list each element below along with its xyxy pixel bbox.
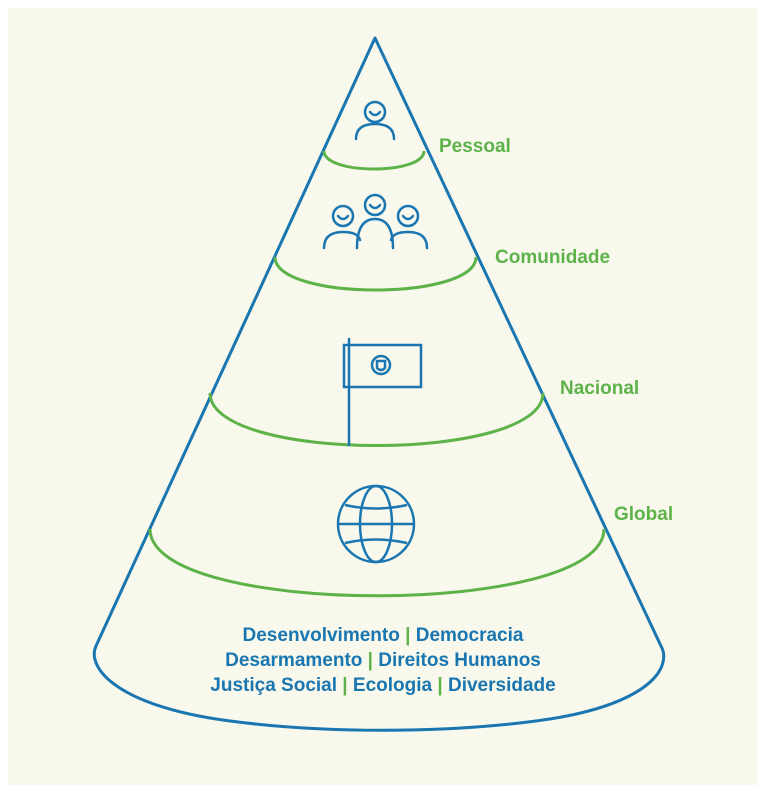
theme-justica-social: Justiça Social [210,675,338,696]
flag-icon [342,337,423,447]
group-icon [322,193,429,250]
themes-line-1: Desenvolvimento | Democracia [8,623,758,648]
person-icon [354,100,396,141]
level-label-comunidade: Comunidade [495,247,611,268]
cone-diagram [92,36,666,732]
theme-diversidade: Diversidade [447,675,556,696]
diagram-canvas: Pessoal Comunidade Nacional Global Desen… [8,8,758,785]
cone-outline [92,36,666,732]
theme-desenvolvimento: Desenvolvimento [242,625,400,646]
globe-icon [336,484,416,564]
ring-pessoal [322,150,426,171]
theme-desarmamento: Desarmamento [225,650,363,671]
themes-line-2: Desarmamento | Direitos Humanos [8,648,758,673]
ring-nacional [208,392,545,447]
ring-global [148,528,606,598]
level-label-pessoal: Pessoal [439,136,511,157]
themes-text: Desenvolvimento | Democracia Desarmament… [8,623,758,698]
theme-separator: | [367,650,373,671]
theme-separator: | [437,675,443,696]
theme-democracia: Democracia [415,625,524,646]
themes-line-3: Justiça Social | Ecologia | Diversidade [8,673,758,698]
theme-direitos-humanos: Direitos Humanos [378,650,541,671]
theme-separator: | [405,625,411,646]
level-label-global: Global [614,504,674,525]
theme-ecologia: Ecologia [352,675,433,696]
level-label-nacional: Nacional [560,378,640,399]
theme-separator: | [342,675,348,696]
ring-comunidade [273,256,478,292]
